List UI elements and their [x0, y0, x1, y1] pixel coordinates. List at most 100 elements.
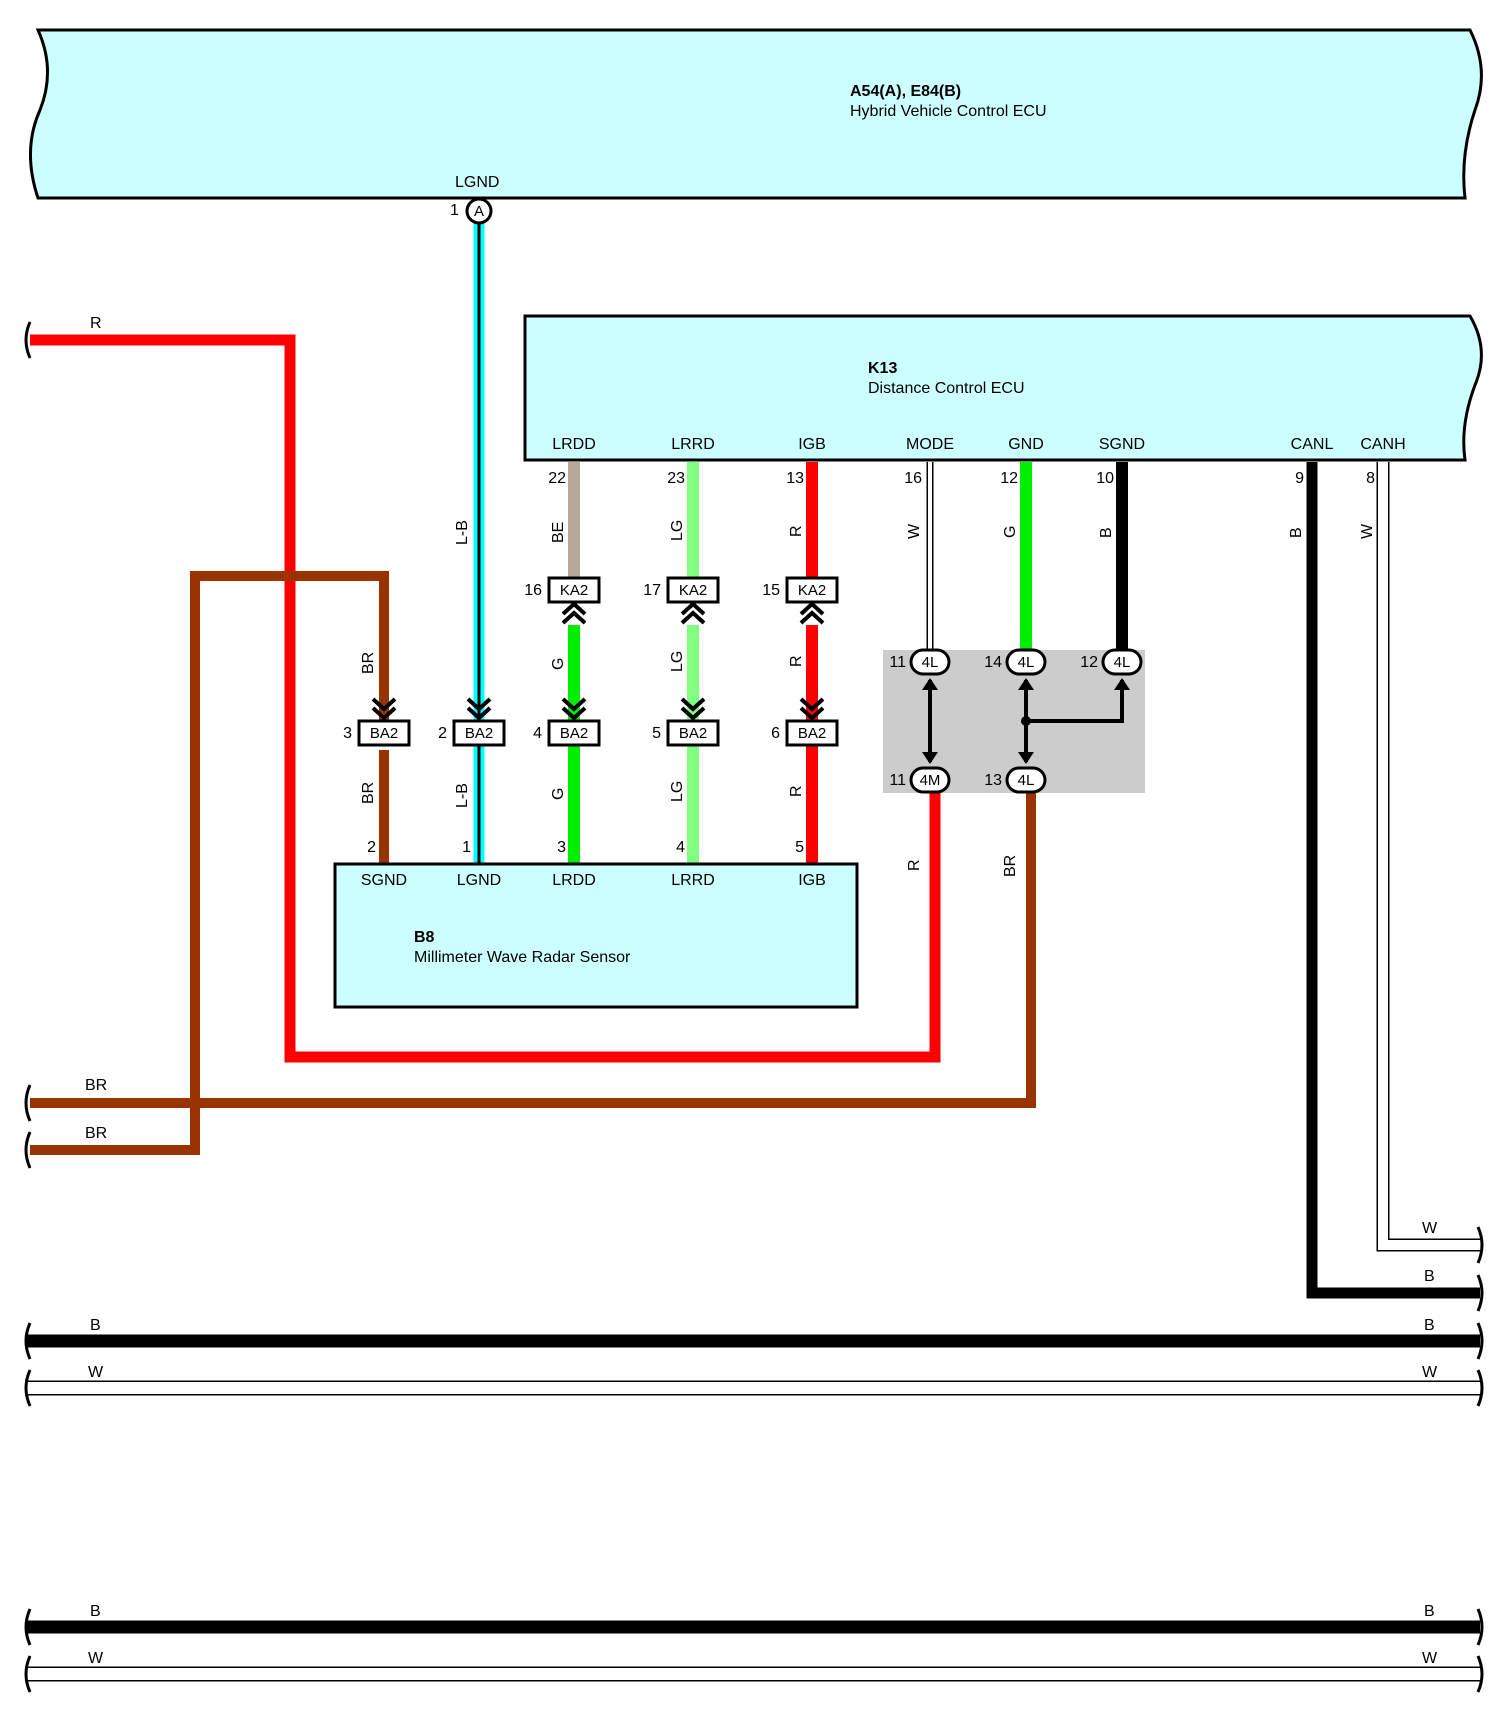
radar-pin-igb: IGB	[798, 872, 826, 889]
svg-text:4L: 4L	[922, 654, 939, 671]
ba2-connector-4: BA2 4	[533, 697, 601, 747]
radar-pin-num-5: 5	[795, 839, 804, 856]
svg-text:15: 15	[762, 582, 780, 599]
label-be: BE	[550, 522, 567, 543]
label-bus1-w-right: W	[1422, 1364, 1438, 1381]
millimeter-wave-radar-sensor: B8 Millimeter Wave Radar Sensor SGND LGN…	[333, 839, 859, 1009]
label-bus2-b-right: B	[1424, 1603, 1435, 1620]
radar-pin-num-2: 2	[367, 839, 376, 856]
dc-pin-num-12: 12	[1000, 470, 1018, 487]
dc-pin-num-16: 16	[904, 470, 922, 487]
wire-labels: R BR BR L-B L-B BE LG R W G B B W BR G L…	[85, 315, 1438, 1667]
junction-connectors: 4L 11 4L 14 4L 12 4M 11 4L 13	[889, 648, 1143, 794]
junction-connector-4l-13: 4L 13	[984, 766, 1047, 794]
junction-connector-4l-11: 4L 11	[889, 648, 951, 676]
dc-pin-num-10: 10	[1096, 470, 1114, 487]
ba2-connector-5: BA2 5	[652, 697, 720, 747]
svg-text:12: 12	[1080, 654, 1098, 671]
svg-text:KA2: KA2	[679, 582, 707, 599]
ka2-connector-15: KA2 15	[762, 576, 839, 625]
label-left-r: R	[90, 315, 102, 332]
hv-ecu-code: A54(A), E84(B)	[850, 83, 961, 100]
label-g-mid: G	[550, 658, 567, 670]
label-b-canl: B	[1288, 527, 1305, 538]
wire-white-canh	[1376, 462, 1480, 1252]
label-left-br2: BR	[85, 1125, 107, 1142]
wire-brown-lower	[30, 792, 1036, 1108]
svg-text:4L: 4L	[1018, 772, 1035, 789]
dc-pin-lrdd: LRDD	[552, 436, 596, 453]
wire-brown-upper	[30, 571, 389, 1155]
svg-text:11: 11	[889, 654, 906, 671]
ba2-connectors: BA2 3 BA2 2 BA2 4 BA2 5 BA2 6	[343, 697, 839, 747]
hv-ecu-pin-label: LGND	[455, 174, 499, 191]
ba2-connector-6: BA2 6	[771, 697, 839, 747]
label-b-sgnd: B	[1098, 527, 1115, 538]
dc-pin-canh: CANH	[1360, 436, 1405, 453]
ba2-connector-3: BA2 3	[343, 697, 411, 747]
dc-pin-canl: CANL	[1291, 436, 1334, 453]
label-w-canh: W	[1359, 523, 1376, 539]
label-bus2-w-right: W	[1422, 1650, 1438, 1667]
label-left-br1: BR	[85, 1077, 107, 1094]
ka2-connector-17: KA2 17	[643, 576, 720, 625]
dc-ecu-pin-numbers: 22 23 13 16 12 10 9 8	[548, 470, 1375, 487]
svg-text:17: 17	[643, 582, 661, 599]
label-r-upper: R	[788, 525, 805, 537]
hv-ecu-pin-circle-label: A	[474, 203, 484, 220]
svg-text:KA2: KA2	[798, 582, 826, 599]
ka2-connector-16: KA2 16	[524, 576, 601, 625]
ka2-connectors: KA2 16 KA2 17 KA2 15	[524, 576, 839, 625]
dc-pin-num-8: 8	[1366, 470, 1375, 487]
label-bus2-b-left: B	[90, 1603, 101, 1620]
svg-text:3: 3	[343, 725, 352, 742]
label-br-junction: BR	[1002, 855, 1019, 877]
svg-text:14: 14	[984, 654, 1002, 671]
label-lg-upper: LG	[669, 520, 686, 541]
label-bus1-w-left: W	[88, 1364, 104, 1381]
svg-text:BA2: BA2	[798, 725, 826, 742]
svg-text:BA2: BA2	[560, 725, 588, 742]
bus-1	[25, 1334, 1480, 1396]
dc-pin-num-13: 13	[786, 470, 804, 487]
wire-red-loop	[30, 334, 941, 1063]
radar-code: B8	[414, 929, 435, 946]
wire-black-canl	[1306, 462, 1480, 1299]
dc-pin-num-9: 9	[1295, 470, 1304, 487]
label-br-mid: BR	[360, 652, 377, 674]
radar-pin-num-4: 4	[676, 839, 685, 856]
svg-text:13: 13	[984, 772, 1002, 789]
dc-pin-lrrd: LRRD	[671, 436, 715, 453]
label-bus2-w-left: W	[88, 1650, 104, 1667]
svg-text:4: 4	[533, 725, 542, 742]
dc-ecu-code: K13	[868, 360, 897, 377]
dc-pin-num-23: 23	[667, 470, 685, 487]
hybrid-vehicle-control-ecu: A54(A), E84(B) Hybrid Vehicle Control EC…	[29, 28, 1483, 219]
label-w-mode: W	[906, 523, 923, 539]
radar-pin-num-1: 1	[462, 839, 471, 856]
junction-connector-4l-14: 4L 14	[984, 648, 1047, 676]
label-lg-lower: LG	[669, 781, 686, 802]
label-right-w: W	[1422, 1220, 1438, 1237]
junction-connector-4l-12: 4L 12	[1080, 648, 1143, 676]
dc-pin-igb: IGB	[798, 436, 826, 453]
radar-pin-lgnd: LGND	[457, 872, 501, 889]
hv-ecu-pin-number: 1	[450, 202, 459, 219]
svg-text:4L: 4L	[1114, 654, 1131, 671]
label-lb-lower: L-B	[454, 783, 471, 808]
dc-pin-mode: MODE	[906, 436, 954, 453]
label-lg-mid: LG	[669, 651, 686, 672]
svg-text:4M: 4M	[920, 772, 941, 789]
dc-ecu-name: Distance Control ECU	[868, 380, 1025, 397]
junction-connector-4m-11: 4M 11	[889, 766, 951, 794]
ba2-connector-2: BA2 2	[438, 697, 506, 747]
label-lb-upper: L-B	[454, 520, 471, 545]
dc-pin-sgnd: SGND	[1099, 436, 1145, 453]
label-br-lower: BR	[360, 782, 377, 804]
wire-breaks	[24, 321, 1484, 1693]
svg-text:BA2: BA2	[465, 725, 493, 742]
label-r-lower: R	[788, 785, 805, 797]
svg-text:4L: 4L	[1018, 654, 1035, 671]
label-bus1-b-left: B	[90, 1317, 101, 1334]
